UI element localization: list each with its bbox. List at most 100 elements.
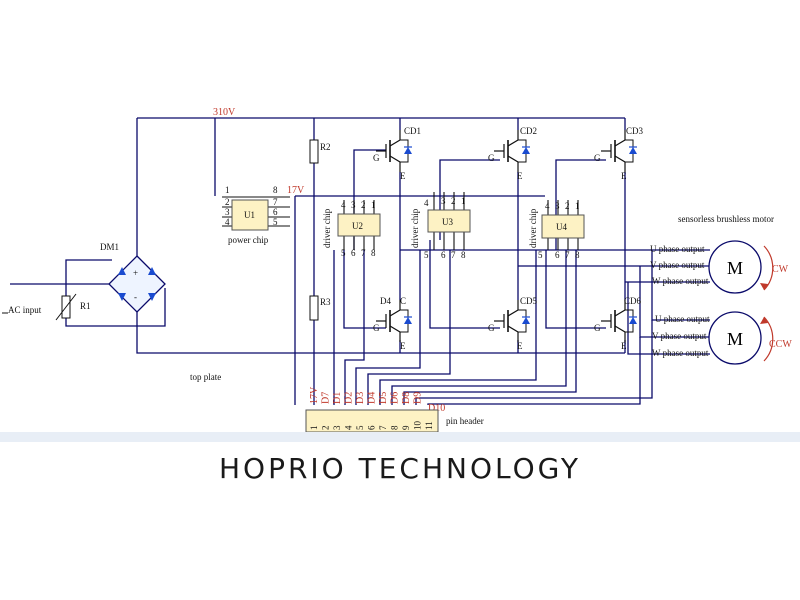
header-signal-10: D9 [413, 392, 424, 404]
cd5-label: CD5 [520, 296, 538, 306]
cd3-gate-label: G [594, 153, 601, 163]
u4-bottom-pin-5: 5 [538, 250, 543, 260]
igbt-cd3 [601, 130, 637, 172]
u3-top-pin-1: 1 [461, 196, 466, 206]
header-pin-6: 6 [367, 425, 377, 430]
u1-pin-2: 2 [225, 197, 230, 207]
cw-v-phase-label: V phase output [650, 260, 705, 270]
u2-driver-chip [337, 200, 381, 250]
d4-emitter-label: E [400, 341, 406, 351]
u3-bottom-pin-5: 5 [424, 250, 429, 260]
u4-top-pin-1: 1 [575, 201, 580, 211]
cw-w-phase-label: W phase output [652, 276, 709, 286]
motor-title: sensorless brushless motor [678, 214, 774, 224]
r2-resistor [309, 139, 319, 164]
cd5-gate-label: G [488, 323, 495, 333]
ccw-w-phase-label: W phase output [652, 348, 709, 358]
u4-label: U4 [556, 222, 567, 232]
header-signal-8: D6 [390, 392, 401, 404]
u1-pin-3: 3 [225, 207, 230, 217]
bridge-label: DM1 [100, 242, 119, 252]
u1-pin-4: 4 [225, 217, 230, 227]
cd5-emitter-label: E [517, 341, 523, 351]
ac-input-label: AC input [8, 305, 42, 315]
u2-bottom-pin-7: 7 [361, 248, 366, 258]
d4-label: D4 [380, 296, 391, 306]
u4-top-pin-3: 3 [555, 201, 560, 211]
cd3-emitter-label: E [621, 171, 627, 181]
cd2-label: CD2 [520, 126, 537, 136]
d10-label: D10 [428, 403, 445, 414]
top-plate-label: top plate [190, 372, 221, 382]
cd6-gate-label: G [594, 323, 601, 333]
header-pin-7: 7 [378, 425, 388, 430]
u2-top-pin-3: 3 [351, 200, 356, 210]
header-pin-11: 11 [424, 421, 434, 430]
minus-label: - [134, 292, 137, 302]
cd1-gate-label: G [373, 153, 380, 163]
u2-bottom-pin-6: 6 [351, 248, 356, 258]
header-pin-4: 4 [344, 425, 354, 430]
igbt-d4 [376, 300, 412, 342]
u2-top-pin-4: 4 [341, 200, 346, 210]
u3-top-pin-2: 2 [451, 196, 456, 206]
u4-bottom-pin-7: 7 [565, 250, 570, 260]
u3-bottom-pin-8: 8 [461, 250, 466, 260]
cd1-label: CD1 [404, 126, 421, 136]
u3-top-pin-3: 3 [441, 196, 446, 206]
u2-driver-chip-label: driver chip [322, 208, 332, 248]
header-signal-6: D4 [367, 392, 378, 404]
header-pin-5: 5 [355, 425, 365, 430]
ccw-v-phase-label: V phase output [652, 331, 707, 341]
igbt-cd5 [494, 300, 530, 342]
header-pin-10: 10 [413, 421, 423, 431]
header-pin-8: 8 [390, 425, 400, 430]
igbt-switches [376, 130, 637, 342]
igbt-cd1 [376, 130, 412, 172]
cd6-label: CD6 [624, 296, 642, 306]
u3-bottom-pin-6: 6 [441, 250, 446, 260]
v17-label: 17V [287, 185, 305, 196]
r3-resistor [309, 295, 319, 321]
motor-cw [708, 240, 774, 294]
u3-bottom-pin-7: 7 [451, 250, 456, 260]
header-signal-9: D8 [401, 392, 412, 404]
header-pin-1: 1 [309, 426, 319, 431]
r3-label: R3 [320, 297, 331, 307]
header-pin-2: 2 [321, 426, 331, 431]
brand-title: HOPRIO TECHNOLOGY [218, 452, 582, 485]
u1-pin-1: 1 [225, 185, 230, 195]
header-signal-4: D2 [344, 392, 355, 404]
ccw-label: CCW [769, 339, 792, 350]
u1-label: U1 [244, 210, 255, 220]
header-pin-9: 9 [401, 425, 411, 430]
u4-bottom-pin-8: 8 [575, 250, 580, 260]
u1-power-chip [222, 196, 290, 231]
u4-top-pin-4: 4 [545, 201, 550, 211]
u1-pin-6: 6 [273, 207, 278, 217]
u3-top-pin-4: 4 [424, 198, 429, 208]
divider-band [0, 432, 800, 442]
header-signal-5: D3 [355, 392, 366, 404]
u4-driver-chip-label: driver chip [528, 208, 538, 248]
wiring [10, 117, 710, 405]
cd6-emitter-label: E [621, 341, 627, 351]
igbt-cd2 [494, 130, 530, 172]
u2-label: U2 [352, 221, 363, 231]
bus-voltage-label: 310V [213, 107, 236, 118]
u4-driver-chip [541, 200, 585, 250]
power-chip-label: power chip [228, 235, 269, 245]
cw-u-phase-label: U phase output [650, 244, 705, 254]
header-signal-3: D1 [332, 392, 343, 404]
u3-driver-chip-label: driver chip [410, 208, 420, 248]
u2-bottom-pin-8: 8 [371, 248, 376, 258]
r1-varistor [55, 293, 77, 321]
u2-top-pin-2: 2 [361, 200, 366, 210]
cd2-emitter-label: E [517, 171, 523, 181]
r2-label: R2 [320, 142, 331, 152]
motor-cw-m: M [727, 258, 743, 278]
plus-label: + [133, 268, 138, 278]
u2-bottom-pin-5: 5 [341, 248, 346, 258]
u1-pin-5: 5 [273, 217, 278, 227]
header-pin-3: 3 [332, 425, 342, 430]
